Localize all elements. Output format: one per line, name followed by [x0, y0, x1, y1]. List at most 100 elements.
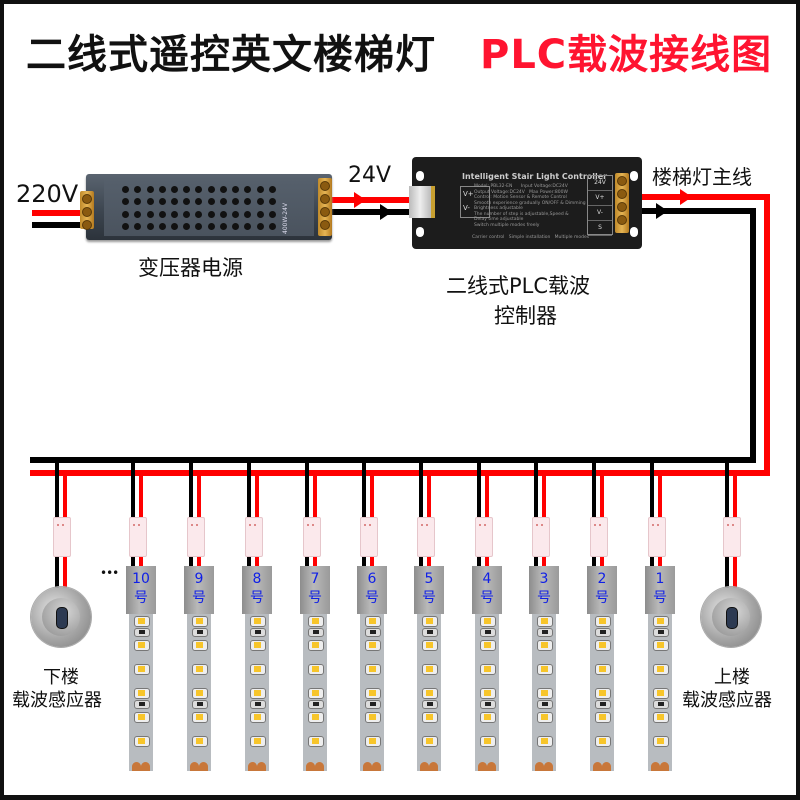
wire-connector	[590, 517, 608, 557]
solder-pad	[487, 762, 496, 771]
wire-connector	[475, 517, 493, 557]
led-chip	[192, 664, 208, 675]
resistor	[537, 628, 553, 637]
wire-connector	[723, 517, 741, 557]
sensor-eye-icon	[56, 607, 68, 629]
led-chip	[192, 640, 208, 651]
led-chip	[134, 712, 150, 723]
power-supply-label: 变压器电源	[138, 256, 243, 280]
solder-pad	[315, 762, 324, 771]
led-chip	[134, 736, 150, 747]
controller-device-title: Intelligent Stair Light Controller	[462, 172, 608, 181]
main-line-label: 楼梯灯主线	[652, 165, 752, 189]
solder-pad	[660, 762, 669, 771]
solder-pad	[248, 762, 257, 771]
more-steps-ellipsis: •••	[100, 566, 119, 580]
led-chip	[480, 688, 496, 699]
wire-connector	[187, 517, 205, 557]
led-chip	[653, 712, 669, 723]
input-voltage-label: 220V	[16, 180, 79, 208]
downstairs-sensor-label1: 下楼	[43, 667, 79, 688]
wire-connector	[245, 517, 263, 557]
resistor	[134, 700, 150, 709]
led-chip	[595, 664, 611, 675]
solder-pad	[190, 762, 199, 771]
psu-input-terminal	[80, 191, 94, 230]
led-chip	[308, 736, 324, 747]
led-chip	[422, 616, 438, 627]
led-chip	[537, 736, 553, 747]
controller-input-panel: V+ V-	[460, 186, 490, 218]
solder-pad	[372, 762, 381, 771]
solder-pad	[257, 762, 266, 771]
led-chip	[308, 712, 324, 723]
led-chip	[134, 640, 150, 651]
led-chip	[595, 688, 611, 699]
resistor	[653, 700, 669, 709]
resistor	[250, 628, 266, 637]
led-chip	[537, 712, 553, 723]
solder-pad	[429, 762, 438, 771]
led-chip	[365, 640, 381, 651]
led-chip	[480, 664, 496, 675]
led-chip	[365, 736, 381, 747]
led-chip	[134, 664, 150, 675]
led-chip	[422, 736, 438, 747]
output-voltage-label: 24V	[348, 163, 392, 188]
solder-pad	[132, 762, 141, 771]
led-chip	[250, 736, 266, 747]
controller-output-panel: 24V V+ V- S	[587, 175, 613, 236]
solder-pad	[141, 762, 150, 771]
resistor	[134, 628, 150, 637]
led-chip	[250, 616, 266, 627]
arrow-icon	[656, 203, 668, 219]
solder-pad	[478, 762, 487, 771]
resistor	[653, 628, 669, 637]
resistor	[480, 700, 496, 709]
resistor	[365, 628, 381, 637]
resistor	[422, 700, 438, 709]
led-chip	[537, 616, 553, 627]
led-chip	[537, 664, 553, 675]
wire-connector	[648, 517, 666, 557]
led-chip	[134, 688, 150, 699]
led-chip	[595, 736, 611, 747]
wire-connector	[532, 517, 550, 557]
led-chip	[250, 664, 266, 675]
arrow-icon	[680, 189, 692, 205]
controller-feature-icons: Carrier control Simple installation Mult…	[472, 235, 590, 240]
led-chip	[250, 688, 266, 699]
sensor-eye-icon	[726, 607, 738, 629]
vent-holes	[120, 184, 278, 232]
psu-rating: 400W-24V	[282, 202, 289, 234]
resistor	[422, 628, 438, 637]
led-chip	[365, 712, 381, 723]
led-chip	[192, 688, 208, 699]
led-chip	[365, 688, 381, 699]
resistor	[250, 700, 266, 709]
upstairs-sensor-label2: 载波感应器	[682, 690, 772, 711]
solder-pad	[602, 762, 611, 771]
resistor	[308, 628, 324, 637]
led-chip	[653, 736, 669, 747]
led-chip	[537, 688, 553, 699]
solder-pad	[651, 762, 660, 771]
downstairs-sensor	[31, 587, 91, 647]
led-chip	[250, 640, 266, 651]
solder-pad	[535, 762, 544, 771]
solder-pad	[593, 762, 602, 771]
power-supply: 400W-24V	[80, 174, 332, 240]
diagram-subtitle: PLC载波接线图	[480, 32, 773, 78]
led-chip	[653, 640, 669, 651]
led-chip	[308, 640, 324, 651]
main-line-positive	[30, 194, 770, 476]
